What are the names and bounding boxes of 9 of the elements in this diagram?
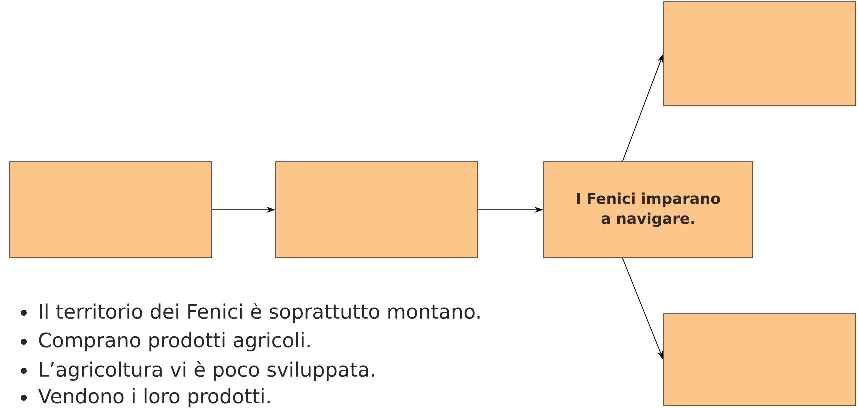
bullet-text: Comprano prodotti agricoli. [39,332,310,352]
text-box: I Fenici imparano a navigare. [544,162,754,258]
bullet-text: L’agricoltura vi è poco sviluppata. [40,360,374,382]
empty-box [276,162,478,258]
empty-box [664,314,856,406]
empty-box [10,162,212,258]
empty-box [664,2,856,106]
bullet-text: Il territorio dei Fenici è soprattutto montano. [40,302,480,324]
bullet-text: Vendono i loro prodotti. [38,388,270,408]
